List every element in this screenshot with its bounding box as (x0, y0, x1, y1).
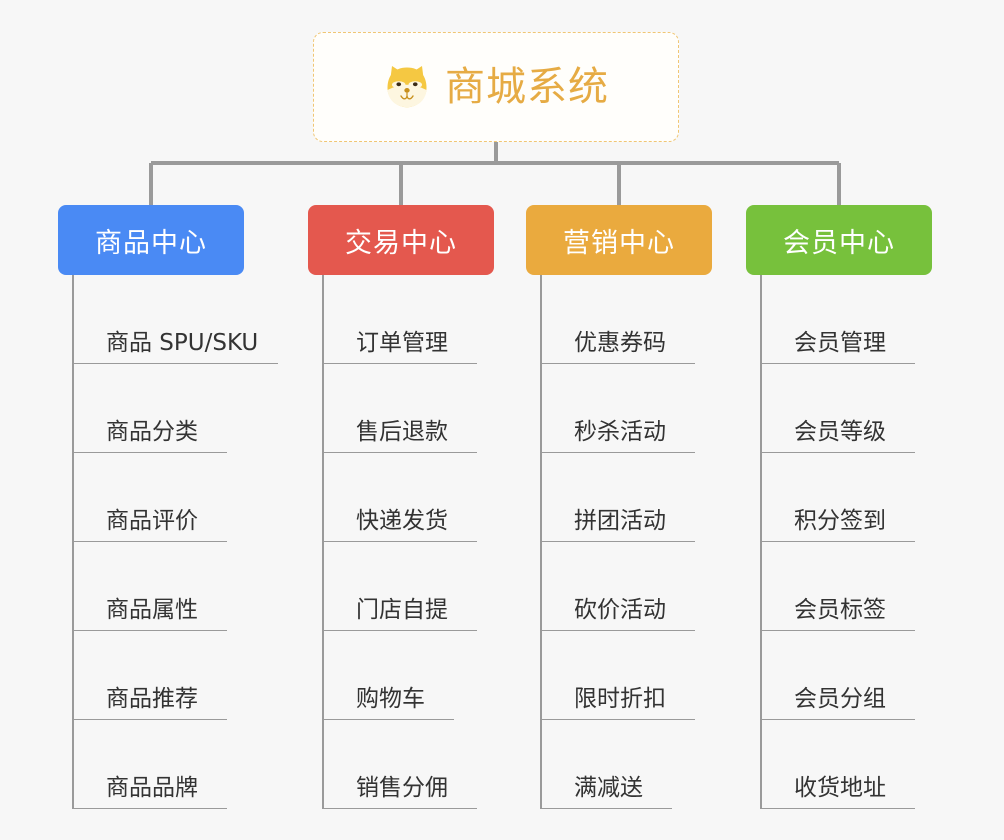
leaf-underline (72, 630, 227, 631)
leaf-underline (760, 363, 915, 364)
leaf-item[interactable]: 会员分组 (760, 631, 915, 720)
leaf-underline (322, 452, 477, 453)
leaf-underline (322, 363, 477, 364)
leaf-item-label: 购物车 (356, 686, 425, 712)
leaf-underline (322, 808, 477, 809)
leaf-item[interactable]: 订单管理 (322, 275, 477, 364)
branch-items-0: 商品 SPU/SKU 商品分类商品评价商品属性商品推荐商品品牌 (72, 275, 278, 809)
leaf-underline (540, 541, 695, 542)
leaf-item[interactable]: 收货地址 (760, 720, 915, 809)
leaf-underline (540, 363, 695, 364)
leaf-underline (72, 452, 227, 453)
leaf-item[interactable]: 满减送 (540, 720, 672, 809)
leaf-underline (72, 719, 227, 720)
leaf-item-label: 商品属性 (106, 597, 198, 623)
branch-header-label: 营销中心 (563, 227, 675, 259)
leaf-item[interactable]: 砍价活动 (540, 542, 695, 631)
leaf-underline (760, 541, 915, 542)
leaf-item[interactable]: 会员标签 (760, 542, 915, 631)
leaf-underline (540, 808, 672, 809)
leaf-item-label: 满减送 (574, 775, 643, 801)
leaf-item[interactable]: 购物车 (322, 631, 454, 720)
leaf-item-label: 商品评价 (106, 508, 198, 534)
branch-items-3: 会员管理会员等级积分签到会员标签会员分组收货地址 (760, 275, 915, 809)
leaf-underline (760, 630, 915, 631)
branch-header-label: 会员中心 (783, 227, 895, 259)
branch-spine (540, 275, 542, 809)
leaf-item[interactable]: 销售分佣 (322, 720, 477, 809)
branch-header-label: 商品中心 (95, 227, 207, 259)
root-node[interactable]: 商城系统 (313, 32, 679, 142)
leaf-item[interactable]: 积分签到 (760, 453, 915, 542)
leaf-item-label: 订单管理 (356, 330, 448, 356)
leaf-item[interactable]: 商品评价 (72, 453, 258, 542)
leaf-item-label: 商品品牌 (106, 775, 198, 801)
leaf-item-label: 会员分组 (794, 686, 886, 712)
branch-spine (72, 275, 74, 809)
leaf-underline (72, 808, 227, 809)
branch-items-2: 优惠券码秒杀活动拼团活动砍价活动限时折扣满减送 (540, 275, 695, 809)
leaf-item[interactable]: 商品属性 (72, 542, 258, 631)
leaf-underline (760, 719, 915, 720)
leaf-item-label: 快递发货 (356, 508, 448, 534)
leaf-item-label: 门店自提 (356, 597, 448, 623)
leaf-item-label: 砍价活动 (574, 597, 666, 623)
branch-spine (760, 275, 762, 809)
leaf-underline (540, 719, 695, 720)
leaf-item[interactable]: 商品 SPU/SKU (72, 275, 278, 364)
branch-header-label: 交易中心 (345, 227, 457, 259)
leaf-item-label: 收货地址 (794, 775, 886, 801)
leaf-item-label: 积分签到 (794, 508, 886, 534)
leaf-item[interactable]: 秒杀活动 (540, 364, 695, 453)
leaf-item[interactable]: 门店自提 (322, 542, 477, 631)
shiba-dog-face-icon (387, 66, 427, 108)
branch-header-0[interactable]: 商品中心 (58, 205, 244, 275)
branch-header-2[interactable]: 营销中心 (526, 205, 712, 275)
leaf-underline (760, 452, 915, 453)
leaf-underline (760, 808, 915, 809)
branch-spine (322, 275, 324, 809)
leaf-item-label: 会员等级 (794, 419, 886, 445)
leaf-item[interactable]: 会员管理 (760, 275, 915, 364)
leaf-underline (322, 719, 454, 720)
leaf-item-label: 秒杀活动 (574, 419, 666, 445)
leaf-underline (540, 452, 695, 453)
leaf-item-label: 售后退款 (356, 419, 448, 445)
leaf-item-label: 商品 SPU/SKU (106, 330, 259, 356)
leaf-item-label: 拼团活动 (574, 508, 666, 534)
leaf-item-label: 商品推荐 (106, 686, 198, 712)
leaf-item[interactable]: 商品品牌 (72, 720, 258, 809)
branch-header-1[interactable]: 交易中心 (308, 205, 494, 275)
leaf-underline (322, 541, 477, 542)
leaf-item[interactable]: 售后退款 (322, 364, 477, 453)
root-title: 商城系统 (445, 64, 609, 110)
branch-header-3[interactable]: 会员中心 (746, 205, 932, 275)
leaf-item[interactable]: 快递发货 (322, 453, 477, 542)
leaf-underline (540, 630, 695, 631)
leaf-item[interactable]: 会员等级 (760, 364, 915, 453)
leaf-item[interactable]: 限时折扣 (540, 631, 695, 720)
leaf-item-label: 商品分类 (106, 419, 198, 445)
leaf-item-label: 限时折扣 (574, 686, 666, 712)
leaf-item-label: 销售分佣 (356, 775, 448, 801)
leaf-underline (72, 541, 227, 542)
leaf-item[interactable]: 优惠券码 (540, 275, 695, 364)
leaf-item-label: 会员管理 (794, 330, 886, 356)
leaf-underline (322, 630, 477, 631)
branch-items-1: 订单管理售后退款快递发货门店自提购物车销售分佣 (322, 275, 477, 809)
leaf-item[interactable]: 拼团活动 (540, 453, 695, 542)
leaf-item-label: 优惠券码 (574, 330, 666, 356)
leaf-item[interactable]: 商品分类 (72, 364, 258, 453)
leaf-item[interactable]: 商品推荐 (72, 631, 258, 720)
leaf-item-label: 会员标签 (794, 597, 886, 623)
leaf-underline (72, 363, 278, 364)
